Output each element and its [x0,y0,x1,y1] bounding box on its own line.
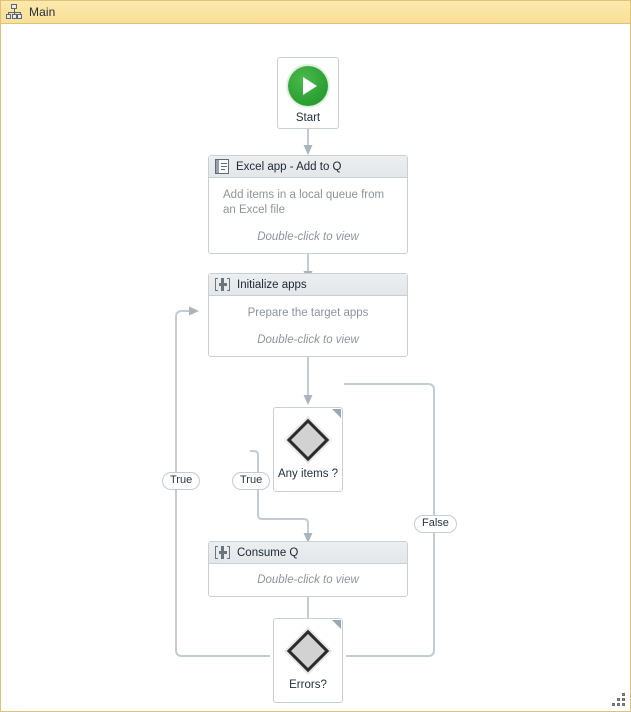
node-any-items-label: Any items ? [277,468,339,480]
hierarchy-icon [6,4,22,20]
decision-diamond-icon [283,415,333,465]
node-consume-q-title: Consume Q [237,546,299,559]
node-start-label: Start [295,112,321,124]
node-consume-q-body: Double-click to view [209,564,407,596]
node-errors-decision[interactable]: Errors? [273,618,343,703]
node-excel-app-title: Excel app - Add to Q [236,160,342,173]
state-machine-icon [215,545,230,560]
node-errors-label: Errors? [289,679,327,691]
decision-corner-marker [332,409,341,418]
node-excel-app-description: Add items in a local queue from an Excel… [223,189,385,216]
state-machine-icon [215,277,230,292]
node-excel-app-body: Add items in a local queue from an Excel… [209,178,407,253]
node-excel-app-add-to-q[interactable]: Excel app - Add to Q Add items in a loca… [208,155,408,254]
node-start[interactable]: Start [277,57,339,129]
node-initialize-apps-header: Initialize apps [209,274,407,296]
flowchart-canvas[interactable]: Start Excel app - Add to Q Add items in … [1,24,630,711]
page-title: Main [29,5,56,19]
resize-grip-icon[interactable] [612,693,626,707]
node-consume-q-header: Consume Q [209,542,407,564]
node-initialize-apps-title: Initialize apps [237,278,307,291]
node-initialize-apps-hint: Double-click to view [257,334,359,346]
document-icon [215,159,229,174]
play-icon [288,66,328,106]
node-excel-app-header: Excel app - Add to Q [209,156,407,178]
node-initialize-apps[interactable]: Initialize apps Prepare the target apps … [208,273,408,357]
decision-diamond-icon [283,626,333,676]
node-initialize-apps-body: Prepare the target apps Double-click to … [209,296,407,356]
node-any-items-decision[interactable]: Any items ? [273,407,343,492]
decision-corner-marker [332,620,341,629]
node-consume-q[interactable]: Consume Q Double-click to view [208,541,408,597]
node-excel-app-hint: Double-click to view [257,231,359,243]
connector-label-any-items-false: False [414,515,457,533]
connector-label-errors-true: True [162,472,201,490]
node-initialize-apps-description: Prepare the target apps [247,307,369,319]
window-title-bar: Main [1,1,630,24]
node-consume-q-hint: Double-click to view [257,574,359,586]
connector-label-any-items-true: True [232,472,271,490]
